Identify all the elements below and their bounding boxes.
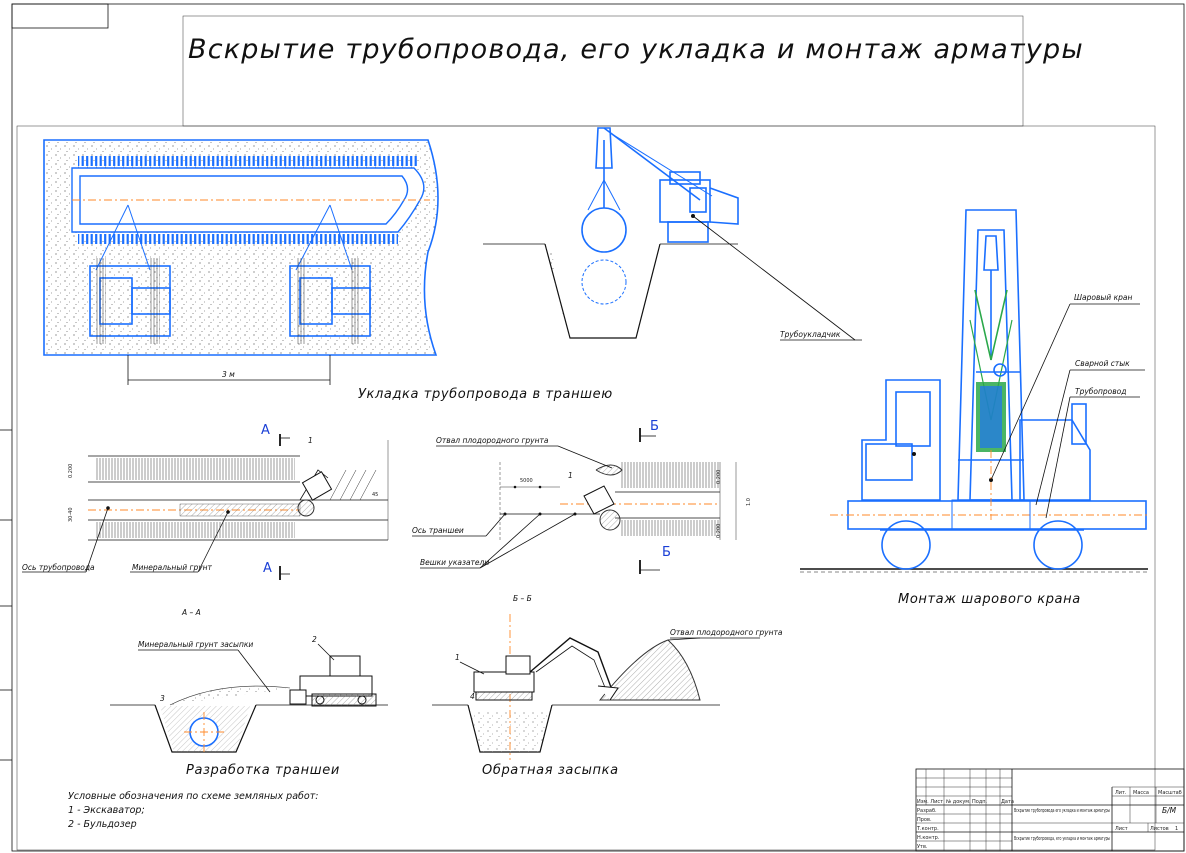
trench-digging-plan: 1 0.200 30-40 45 Ось трубопровода Минера… [22, 436, 389, 573]
section-label-bb: Б – Б [513, 594, 532, 603]
valve-labels: Шаровый кран Сварной стык Трубопровод [990, 293, 1145, 519]
trench-plan-view: 3 м [43, 139, 439, 385]
pipelayer-cross-section [483, 127, 739, 339]
caption-backfill: Обратная засыпка [482, 763, 619, 778]
caption-laying: Укладка трубопровода в траншею [358, 387, 613, 402]
stamp-sheets-value: 1 [1175, 826, 1178, 832]
excavator [473, 637, 619, 701]
dim-total: 1.0 [746, 498, 752, 506]
legend: Условные обозначения по схеме земляных р… [68, 791, 318, 830]
sheet-title: Вскрытие трубопровода, его укладка и мон… [188, 34, 1084, 65]
stamp-role-3: Т.контр. [916, 826, 939, 832]
dim-5000: 5000 [520, 478, 533, 484]
stamp-org: Вскрытие трубопровода, его укладка и мон… [1014, 836, 1110, 842]
stamp-row-4: Дата [1001, 799, 1014, 805]
label-mineral-soil: Минеральный грунт [132, 563, 213, 572]
bulldozer [289, 655, 377, 707]
section-b-top: Б [650, 419, 659, 434]
stamp-role-5: Утв. [917, 844, 928, 850]
label-pipe-axis: Ось трубопровода [22, 563, 95, 572]
section-b-bottom: Б [662, 545, 671, 560]
section-label-aa: А – А [181, 608, 201, 617]
label-n3-a: 3 [160, 694, 165, 703]
stamp-row-1: Изм. Лист [917, 799, 943, 805]
section-a-top: А [261, 423, 270, 438]
stamp-scale: Масштаб [1158, 790, 1182, 796]
label-n1-a: 1 [308, 436, 313, 445]
dim-200-c: 0.200 [716, 524, 722, 538]
stamp-role-1: Разраб. [917, 808, 937, 814]
caption-valve: Монтаж шарового крана [898, 592, 1081, 607]
caption-digging: Разработка траншеи [186, 763, 340, 778]
label-n1-b: 1 [568, 471, 573, 480]
backfill-section: Отвал плодородного грунта 1 4 [432, 614, 783, 760]
sheet-frame [0, 3, 1185, 852]
dimension-3m: 3 м [222, 370, 235, 379]
legend-item-1: 1 - Экскаватор; [68, 805, 145, 816]
label-ball-valve: Шаровый кран [1074, 293, 1132, 302]
stamp-sheets: Листов [1150, 826, 1169, 832]
label-trench-axis: Ось траншеи [412, 526, 464, 535]
legend-item-2: 2 - Бульдозер [68, 819, 137, 830]
section-marker-a: А А [261, 423, 290, 580]
digging-section: Минеральный грунт засыпки 2 3 [110, 635, 388, 753]
label-pipeline: Трубопровод [1075, 387, 1126, 396]
stamp-role-2: Пров. [917, 817, 932, 823]
dim-200-a: 0.200 [68, 464, 74, 478]
dim-angle: 45 [372, 492, 378, 498]
label-n1-c: 1 [455, 653, 460, 662]
label-pipelayer: Трубоукладчик [780, 330, 841, 339]
stamp-doc: Вскрытие трубопровода его укладка и монт… [1014, 808, 1110, 814]
section-marker-b: Б Б [639, 419, 671, 574]
label-weld-joint: Сварной стык [1075, 359, 1130, 368]
label-stakes: Вешки указатели [420, 558, 489, 567]
dim-side-a: 30-40 [68, 507, 74, 522]
section-a-bottom: А [263, 561, 272, 576]
legend-title: Условные обозначения по схеме земляных р… [68, 791, 318, 802]
stamp-mass: Масса [1133, 790, 1149, 796]
label-n2-a: 2 [312, 635, 317, 644]
label-n4: 4 [470, 692, 475, 701]
stamp-row-2: № докум. [946, 799, 971, 805]
label-fertile-dump: Отвал плодородного грунта [436, 436, 549, 445]
pipelayer-plan-right [289, 204, 371, 344]
stamp-sheet: Лист [1115, 826, 1128, 832]
trench-backfill-plan: 5000 0.200 1.0 0.200 1 Отвал плодородног… [412, 436, 752, 569]
stamp-scale-value: Б/М [1162, 806, 1177, 815]
label-mineral-backfill: Минеральный грунт засыпки [138, 640, 253, 649]
stamp-role-4: Н.контр. [917, 835, 940, 841]
title-block: Изм. Лист № докум. Подп. Дата Разраб. Пр… [915, 768, 1185, 852]
stamp-lit: Лит. [1115, 790, 1127, 796]
dim-200-b: 0.200 [716, 470, 722, 484]
stamp-row-3: Подп. [972, 799, 988, 805]
label-fertile-dump-2: Отвал плодородного грунта [670, 628, 783, 637]
ball-valve-crane [800, 209, 1150, 573]
pipelayer-plan-left [89, 204, 171, 344]
